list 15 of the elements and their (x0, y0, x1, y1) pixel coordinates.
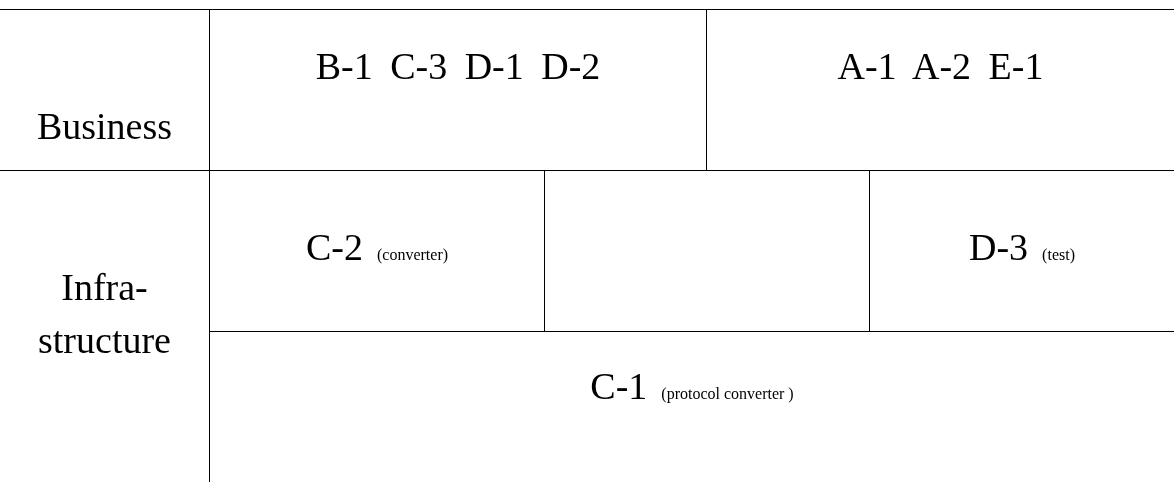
component-codes: C-1 (590, 365, 648, 409)
component-codes: C-2 (305, 226, 363, 270)
table-cell (707, 9, 1174, 171)
component-codes: D-3 (969, 226, 1029, 270)
component-note: (test) (1042, 246, 1075, 264)
component-note: (converter) (376, 246, 449, 264)
table-cell (545, 171, 870, 332)
table-cell (0, 9, 210, 171)
table-cell (210, 171, 545, 332)
table-cell (210, 9, 707, 171)
component-codes: B-1 C-3 D-1 D-2 (315, 45, 601, 89)
row-heading: Business (35, 104, 174, 149)
component-note: (protocol converter ) (661, 385, 794, 403)
component-codes: A-1 A-2 E-1 (837, 45, 1044, 89)
row-heading: Infra- structure (37, 265, 172, 364)
